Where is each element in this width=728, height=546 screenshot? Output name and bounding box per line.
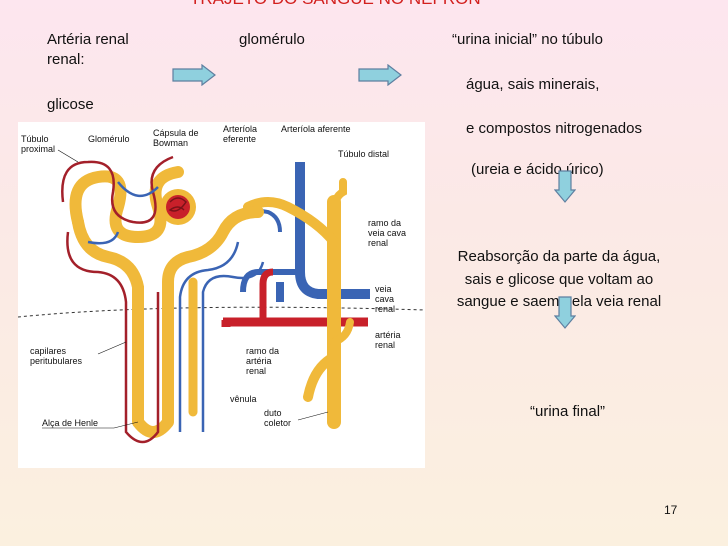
arrow-down-icon xyxy=(554,170,576,203)
duto-coletor xyxy=(243,178,354,429)
label-veia-cava-3: renal xyxy=(375,304,395,314)
label-capilares-1: capilares xyxy=(30,346,67,356)
flow-renal-label: renal: xyxy=(47,51,85,68)
flow-reabsorcao-1: Reabsorção da parte da água, xyxy=(457,248,661,265)
flow-step-glomerulo: glomérulo xyxy=(239,31,305,48)
arteria-renal xyxy=(221,268,368,327)
tubulo-proximal xyxy=(69,166,264,438)
flow-agua-sais: água, sais minerais, xyxy=(466,76,600,93)
glomerulo xyxy=(160,189,196,225)
nephron-diagram: Túbulo proximal Glomérulo Cápsula de Bow… xyxy=(17,124,426,444)
label-ramo-arteria-1: ramo da xyxy=(246,346,279,356)
flow-step-urina-inicial: “urina inicial” no túbulo xyxy=(452,31,603,48)
page-number: 17 xyxy=(664,503,678,517)
label-arteria-renal-2: renal xyxy=(375,340,395,350)
slide-title: TRAJETO DO SANGUE NO NEFRON xyxy=(190,0,481,9)
label-arteriola-eferente-2: eferente xyxy=(223,134,256,144)
capilares-peritubulares xyxy=(61,155,265,444)
label-veia-cava-2: cava xyxy=(375,294,394,304)
label-capsula-1: Cápsula de xyxy=(153,128,199,138)
label-ramo-veia-3: renal xyxy=(368,238,388,248)
label-capilares-2: peritubulares xyxy=(30,356,83,366)
label-ramo-arteria-3: renal xyxy=(246,366,266,376)
label-ramo-veia-1: ramo da xyxy=(368,218,401,228)
label-duto-2: coletor xyxy=(264,418,291,428)
arrow-right-icon xyxy=(172,64,216,86)
label-tubulo-proximal-2: proximal xyxy=(21,144,55,154)
label-ramo-arteria-2: artéria xyxy=(246,356,272,366)
label-arteriola-eferente-1: Arteríola xyxy=(223,124,257,134)
flow-glicose: glicose xyxy=(47,96,94,113)
label-glomerulo: Glomérulo xyxy=(88,134,130,144)
label-arteriola-aferente: Arteríola aferente xyxy=(281,124,351,134)
label-veia-cava-1: veia xyxy=(375,284,392,294)
label-venula: vênula xyxy=(230,394,257,404)
label-alca-henle: Alça de Henle xyxy=(42,418,98,428)
flow-step-arteria-renal: Artéria renal xyxy=(47,31,129,48)
nephron-illustration: Túbulo proximal Glomérulo Cápsula de Bow… xyxy=(17,122,426,468)
arrow-right-icon xyxy=(358,64,402,86)
flow-ureia: (ureia e ácido úrico) xyxy=(471,161,604,178)
flow-reabsorcao-2: sais e glicose que voltam ao xyxy=(464,271,654,288)
label-tubulo-proximal-1: Túbulo xyxy=(21,134,49,144)
label-ramo-veia-2: veia cava xyxy=(368,228,406,238)
label-duto-1: duto xyxy=(264,408,282,418)
flow-compostos: e compostos nitrogenados xyxy=(466,120,642,137)
label-capsula-2: Bowman xyxy=(153,138,188,148)
label-tubulo-distal: Túbulo distal xyxy=(338,149,389,159)
label-arteria-renal-1: artéria xyxy=(375,330,401,340)
flow-urina-final: “urina final” xyxy=(530,403,606,420)
arrow-down-icon xyxy=(554,296,576,329)
